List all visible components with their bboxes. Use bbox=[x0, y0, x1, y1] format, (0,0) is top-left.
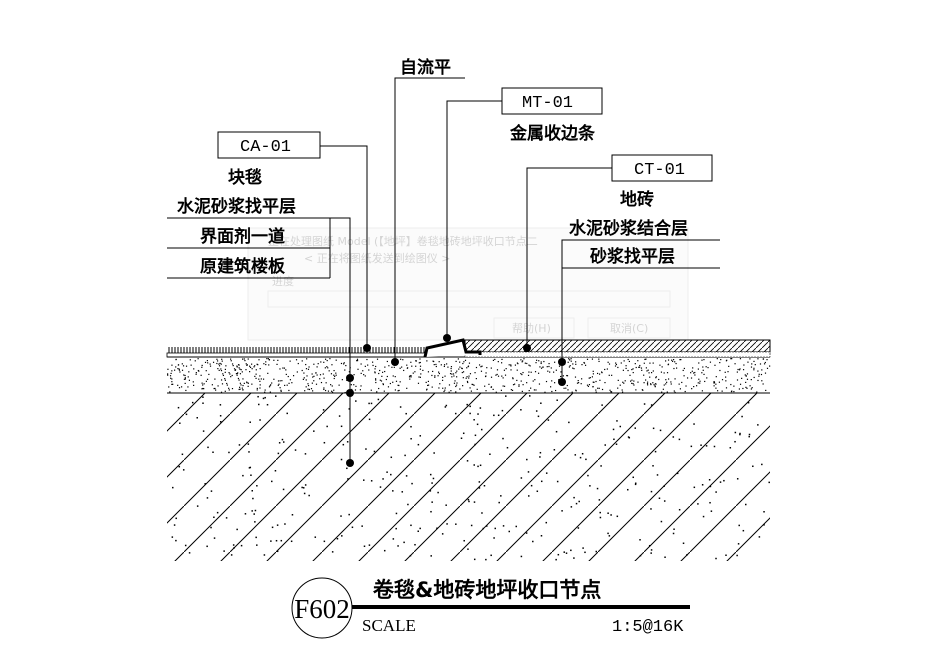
right-layer-1: 水泥砂浆结合层 bbox=[569, 218, 688, 239]
bonding-mortar bbox=[464, 351, 771, 358]
right-layer-2: 砂浆找平层 bbox=[590, 246, 675, 267]
ca-code: CA-01 bbox=[240, 138, 291, 157]
carpet-underlay bbox=[166, 352, 426, 358]
scale-label: SCALE bbox=[362, 616, 416, 635]
dialog-frame bbox=[247, 227, 689, 341]
ct-name: 地砖 bbox=[620, 189, 654, 210]
mt-name: 金属收边条 bbox=[509, 123, 596, 144]
slab-aggregate bbox=[171, 395, 770, 561]
tile-layer bbox=[464, 339, 771, 353]
carpet-layer bbox=[167, 347, 425, 353]
plot-progress-dialog: 正在处理图纸 Model (【地坪】卷毯地砖地坪收口节点二 < 正在将图纸发送到… bbox=[247, 227, 689, 341]
cancel-button-label: 取消(C) bbox=[610, 321, 648, 335]
ct-code: CT-01 bbox=[634, 161, 685, 180]
screed-speckle bbox=[167, 358, 771, 394]
help-button[interactable] bbox=[493, 317, 575, 339]
label-self-leveling: 自流平 bbox=[400, 57, 451, 78]
concrete-slab bbox=[167, 393, 770, 561]
dialog-status: < 正在将图纸发送到绘图仪 > bbox=[304, 251, 450, 265]
left-layer-1: 水泥砂浆找平层 bbox=[177, 196, 296, 217]
detail-title: 卷毯&地砖地坪收口节点 bbox=[373, 578, 601, 602]
floor-section bbox=[166, 338, 771, 561]
metal-edge-strip bbox=[423, 338, 482, 358]
left-layer-3: 原建筑楼板 bbox=[200, 256, 286, 277]
screed-layer bbox=[167, 357, 770, 393]
detail-number: F602 bbox=[294, 594, 350, 624]
title-block: F602 卷毯&地砖地坪收口节点 SCALE 1:5@16K bbox=[291, 577, 690, 639]
leader-dots bbox=[346, 334, 566, 467]
cancel-button[interactable] bbox=[587, 317, 671, 339]
ca-code-box bbox=[217, 131, 321, 159]
scale-value: 1:5@16K bbox=[612, 618, 684, 637]
dialog-title: 正在处理图纸 Model (【地坪】卷毯地砖地坪收口节点二 bbox=[268, 234, 538, 248]
help-button-label: 帮助(H) bbox=[512, 321, 551, 335]
progress-bar bbox=[267, 290, 671, 308]
mt-code: MT-01 bbox=[522, 94, 573, 113]
left-layer-2: 界面剂一道 bbox=[200, 226, 285, 247]
mt-code-box bbox=[501, 87, 603, 115]
ca-name: 块毯 bbox=[228, 167, 262, 188]
ct-code-box bbox=[611, 154, 713, 182]
